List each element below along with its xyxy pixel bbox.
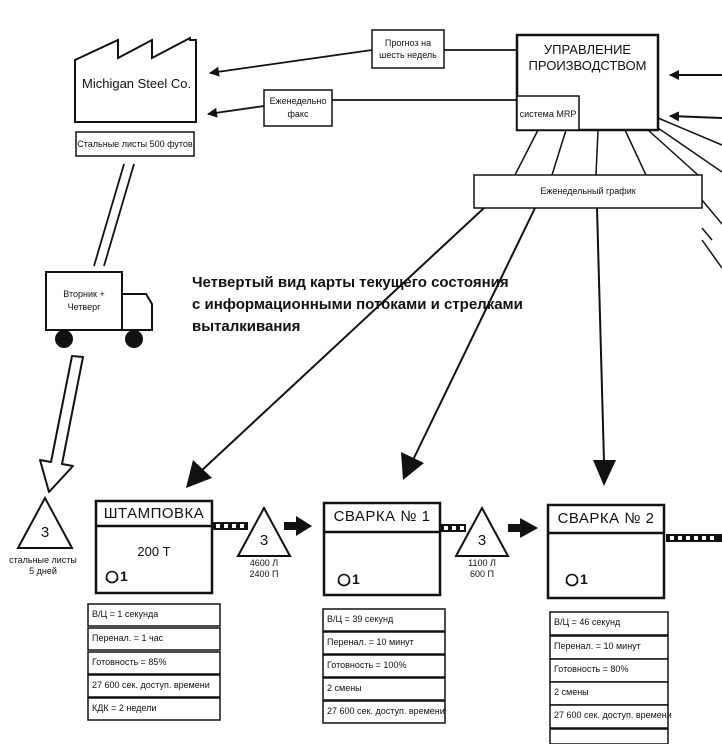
- truck-label-line2: Четверг: [67, 302, 101, 312]
- mgmt-fan-line: [657, 117, 722, 146]
- inventory-raw-line1: стальные листы: [9, 555, 77, 565]
- metric-stamping-4: КДК = 2 недели: [92, 703, 157, 713]
- supplier-factory-shape: [74, 36, 197, 123]
- heading-line2: с информационными потоками и стрелками: [192, 296, 523, 313]
- metric-weld1-3: 2 смены: [327, 683, 362, 693]
- management-title-line1: УПРАВЛЕНИЕ: [543, 42, 632, 57]
- heading-line3: выталкивания: [192, 318, 301, 335]
- process-title-weld2: СВАРКА № 2: [557, 510, 655, 527]
- diagram-heading: Четвертый вид карты текущего состояния с…: [192, 272, 612, 338]
- heading-line1: Четвертый вид карты текущего состояния: [192, 274, 509, 291]
- weekly-fax-label-line1: Еженедельно: [269, 96, 327, 106]
- push-arrow-1: [212, 516, 312, 536]
- metric-weld1-1: Перенал. = 10 минут: [327, 637, 414, 647]
- truck-wheel: [125, 330, 143, 348]
- mgmt-fan-line: [647, 129, 699, 176]
- metric-weld2-0: В/Ц = 46 секунд: [554, 617, 621, 627]
- inventory-2-label: 1100 Л 600 П: [456, 558, 508, 580]
- supplier-product: Стальные листы 500 футов: [77, 139, 193, 149]
- inventory-symbol-2: 3: [477, 532, 487, 549]
- forecast-arrow: [209, 49, 373, 77]
- customer-info-arrow-2: [669, 111, 722, 122]
- metric-stamping-1: Перенал. = 1 час: [92, 633, 164, 643]
- truck-label: Вторник + Четверг: [46, 288, 122, 314]
- mrp-system-label: система MRP: [519, 109, 577, 119]
- weekly-fax-label-line2: факс: [287, 109, 309, 119]
- mgmt-fan-line: [551, 129, 567, 176]
- data-box-weld1: [322, 608, 446, 724]
- process-title-stamping: ШТАМПОВКА: [103, 505, 205, 522]
- metric-weld1-2: Готовность = 100%: [327, 660, 407, 670]
- truck-label-line1: Вторник +: [63, 289, 105, 299]
- supplier-product-box: [75, 131, 195, 157]
- metric-weld1-4: 27 600 сек. доступ. времени: [327, 706, 445, 716]
- metric-weld1-0: В/Ц = 39 секунд: [327, 614, 394, 624]
- metric-weld2-4: 27 600 сек. доступ. времени: [554, 710, 672, 720]
- metric-weld2-1: Перенал. = 10 минут: [554, 641, 641, 651]
- truck-cab: [121, 293, 153, 331]
- inventory-1-line1: 4600 Л: [249, 558, 279, 568]
- weekly-fax-label: Еженедельно факс: [264, 95, 332, 121]
- inventory-triangle-raw: [16, 495, 74, 549]
- delivery-line: [103, 163, 135, 267]
- weekly-schedule-label: Еженедельный график: [540, 186, 636, 196]
- forecast-box: [371, 29, 445, 69]
- inventory-2-line2: 600 П: [470, 569, 494, 579]
- forecast-label-line1: Прогноз на: [384, 38, 432, 48]
- schedule-right-line: [701, 199, 722, 225]
- inventory-raw-line2: 5 дней: [29, 566, 57, 576]
- inventory-symbol-raw: 3: [40, 524, 50, 541]
- schedule-arrow-weld1: [411, 207, 536, 463]
- mgmt-fan-line: [624, 129, 647, 176]
- operator-count-weld1: 1: [352, 571, 360, 587]
- management-title: УПРАВЛЕНИЕ ПРОИЗВОДСТВОМ: [517, 42, 658, 74]
- truck-wheel: [55, 330, 73, 348]
- schedule-arrow-stamping: [199, 207, 485, 473]
- weekly-fax-box: [263, 89, 333, 127]
- process-title-weld1: СВАРКА № 1: [333, 508, 431, 525]
- inventory-1-label: 4600 Л 2400 П: [238, 558, 290, 580]
- arrowhead-stamping: [186, 460, 212, 488]
- data-box-stamping: [87, 603, 221, 721]
- inventory-triangle-1: [236, 505, 292, 557]
- push-arrow-3: [666, 534, 722, 542]
- push-arrow-hollow: [39, 355, 84, 493]
- inventory-symbol-1: 3: [259, 532, 269, 549]
- push-arrow-2: [440, 518, 538, 538]
- fax-arrow: [207, 105, 265, 118]
- weekly-schedule-box: [473, 174, 703, 209]
- process-detail-stamping: 200 Т: [137, 544, 171, 559]
- mrp-system-box: [516, 95, 580, 131]
- mgmt-fan-line: [595, 129, 599, 176]
- mgmt-fan-line: [657, 127, 722, 173]
- metric-stamping-2: Готовность = 85%: [92, 657, 167, 667]
- mgmt-fan-line: [514, 129, 539, 176]
- operator-count-weld2: 1: [580, 571, 588, 587]
- metric-stamping-3: 27 600 сек. доступ. времени: [92, 680, 210, 690]
- metric-weld2-2: Готовность = 80%: [554, 664, 629, 674]
- operator-icon: [105, 570, 579, 587]
- data-box-weld2: [549, 611, 669, 744]
- operator-count-stamping: 1: [120, 568, 128, 584]
- inventory-2-line1: 1100 Л: [468, 558, 496, 568]
- forecast-label-line2: шесть недель: [379, 50, 437, 60]
- schedule-arrow-weld2: [596, 207, 605, 463]
- management-title-line2: ПРОИЗВОДСТВОМ: [528, 58, 647, 73]
- arrowhead-weld2: [593, 460, 616, 486]
- process-box-weld1: [322, 501, 442, 597]
- delivery-line: [93, 163, 125, 267]
- process-box-stamping: [94, 499, 214, 595]
- truck-body: [45, 271, 123, 331]
- arrowhead-weld1: [401, 452, 424, 480]
- inventory-1-line2: 2400 П: [249, 569, 279, 579]
- inventory-raw-label: стальные листы 5 дней: [2, 555, 84, 577]
- metric-stamping-0: В/Ц = 1 секунда: [92, 609, 159, 619]
- forecast-label: Прогноз на шесть недель: [372, 37, 444, 61]
- inventory-triangle-2: [454, 505, 510, 557]
- metric-weld2-3: 2 смены: [554, 687, 589, 697]
- schedule-right-line: [701, 227, 713, 241]
- schedule-right-line: [701, 239, 722, 269]
- supplier-name: Michigan Steel Co.: [82, 76, 192, 91]
